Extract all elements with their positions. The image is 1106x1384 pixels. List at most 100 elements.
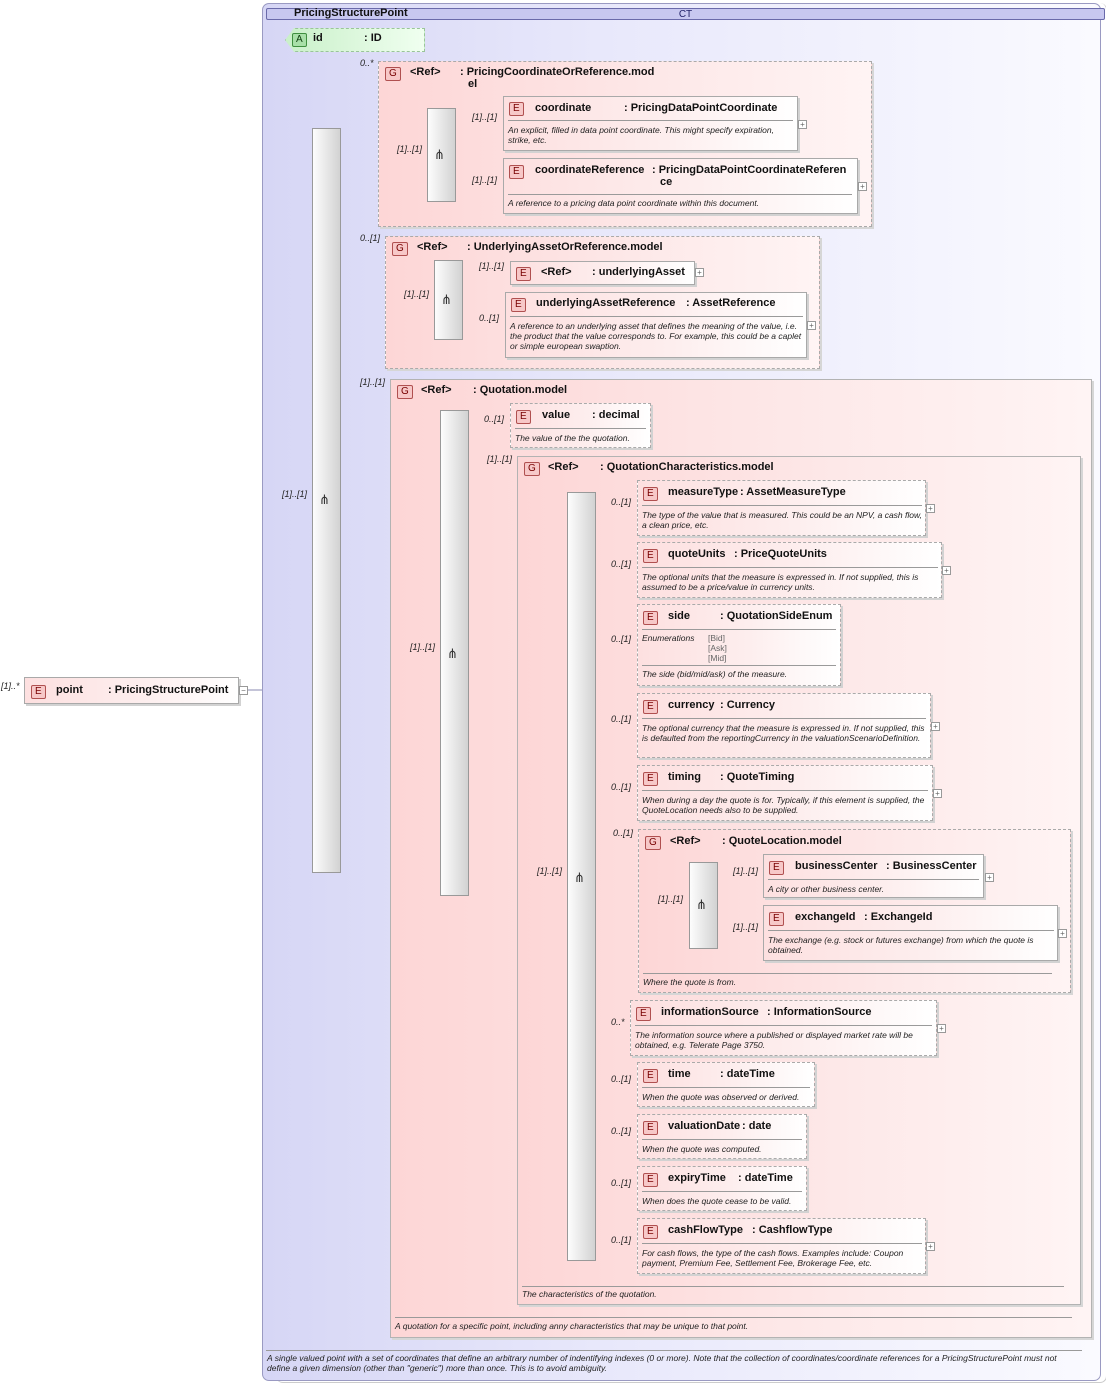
element-name: timing xyxy=(668,771,701,783)
separator xyxy=(642,629,836,630)
enum-value: [Ask] xyxy=(708,643,727,653)
sequence-compositor[interactable]: ⋔ xyxy=(689,862,718,949)
expand-icon[interactable]: − xyxy=(239,686,248,695)
element-name: informationSource xyxy=(661,1006,759,1018)
element-coordinate[interactable]: E coordinate : PricingDataPointCoordinat… xyxy=(503,96,798,151)
element-currency[interactable]: E currency : Currency The optional curre… xyxy=(637,693,931,758)
element-name: side xyxy=(668,610,691,622)
element-type: : PricingDataPointCoordinate xyxy=(624,102,778,114)
element-occurrence: [1]..[1] xyxy=(479,261,505,271)
element-doc: The optional units that the measure is e… xyxy=(642,572,919,592)
element-occurrence: 0..[1] xyxy=(611,497,632,507)
sequence-icon: ⋔ xyxy=(447,646,458,661)
plus-icon[interactable]: + xyxy=(942,566,951,575)
plus-icon[interactable]: + xyxy=(933,789,942,798)
sequence-occurrence: [1]..[1] xyxy=(537,866,563,876)
element-type: : CashflowType xyxy=(752,1224,833,1236)
plus-icon[interactable]: + xyxy=(926,1242,935,1251)
element-name: currency xyxy=(668,699,715,711)
plus-icon[interactable]: + xyxy=(695,268,704,277)
separator xyxy=(642,665,836,666)
plus-icon[interactable]: + xyxy=(1058,929,1067,938)
sequence-icon: ⋔ xyxy=(319,492,330,507)
element-cash-flow-type[interactable]: E cashFlowType : CashflowType For cash f… xyxy=(637,1218,926,1274)
element-occurrence: [1]..[1] xyxy=(733,866,759,876)
separator xyxy=(508,194,852,195)
separator xyxy=(642,790,928,791)
sequence-occurrence: [1]..[1] xyxy=(658,894,684,904)
element-expiry-time[interactable]: E expiryTime : dateTime When does the qu… xyxy=(637,1166,807,1211)
element-doc: When during a day the quote is for. Typi… xyxy=(642,795,925,815)
group-occurrence: 0..* xyxy=(360,58,374,68)
element-name: time xyxy=(668,1068,691,1080)
plus-icon[interactable]: + xyxy=(926,504,935,513)
complex-type-doc: A single valued point with a set of coor… xyxy=(267,1353,1057,1373)
element-doc: The side (bid/mid/ask) of the measure. xyxy=(642,669,788,679)
separator xyxy=(642,1191,802,1192)
element-doc: When the quote was computed. xyxy=(642,1144,762,1154)
element-information-source[interactable]: E informationSource : InformationSource … xyxy=(630,1000,937,1056)
attribute-id[interactable] xyxy=(285,28,425,52)
element-underlying-asset[interactable]: E <Ref> : underlyingAsset xyxy=(510,261,695,285)
separator xyxy=(642,567,938,568)
sequence-compositor[interactable]: ⋔ xyxy=(440,410,469,896)
element-doc: The type of the value that is measured. … xyxy=(642,510,923,530)
plus-icon[interactable]: + xyxy=(807,321,816,330)
element-type: : date xyxy=(742,1120,772,1132)
element-type: : InformationSource xyxy=(767,1006,872,1018)
element-doc: The optional currency that the measure i… xyxy=(642,723,925,743)
element-name: measureType xyxy=(668,486,739,498)
element-name: expiryTime xyxy=(668,1172,726,1184)
element-name: quoteUnits xyxy=(668,548,726,560)
element-value[interactable]: E value : decimal The value of the the q… xyxy=(510,403,651,448)
element-type-wrap: ce xyxy=(660,176,673,188)
separator xyxy=(635,1025,932,1026)
element-type: : ExchangeId xyxy=(864,911,933,923)
element-occurrence: 0..[1] xyxy=(484,414,505,424)
group-doc: Where the quote is from. xyxy=(643,977,737,987)
group-badge: G xyxy=(524,462,540,476)
element-doc: When the quote was observed or derived. xyxy=(642,1092,800,1102)
group-doc: The characteristics of the quotation. xyxy=(522,1289,657,1299)
element-business-center[interactable]: E businessCenter : BusinessCenter A city… xyxy=(763,854,984,898)
element-timing[interactable]: E timing : QuoteTiming When during a day… xyxy=(637,765,933,821)
sequence-compositor[interactable]: ⋔ xyxy=(427,108,456,202)
element-exchange-id[interactable]: E exchangeId : ExchangeId The exchange (… xyxy=(763,905,1058,961)
element-time[interactable]: E time : dateTime When the quote was obs… xyxy=(637,1062,815,1107)
sequence-compositor[interactable]: ⋔ xyxy=(434,260,463,340)
element-underlying-asset-reference[interactable]: E underlyingAssetReference : AssetRefere… xyxy=(505,292,807,358)
plus-icon[interactable]: + xyxy=(985,873,994,882)
root-point-element[interactable]: E point : PricingStructurePoint xyxy=(24,677,239,704)
separator xyxy=(395,1317,1072,1318)
element-measure-type[interactable]: E measureType : AssetMeasureType The typ… xyxy=(637,480,926,536)
element-quote-units[interactable]: E quoteUnits : PriceQuoteUnits The optio… xyxy=(637,542,942,598)
element-name: businessCenter xyxy=(795,860,878,872)
element-type: : decimal xyxy=(592,409,640,421)
element-type: : dateTime xyxy=(738,1172,793,1184)
element-name: underlyingAssetReference xyxy=(536,297,676,309)
element-side[interactable]: E side : QuotationSideEnum Enumerations … xyxy=(637,604,841,686)
sequence-compositor[interactable]: ⋔ xyxy=(312,128,341,873)
element-type: : AssetMeasureType xyxy=(740,486,846,498)
element-doc: A city or other business center. xyxy=(768,884,885,894)
group-ref: <Ref> xyxy=(670,835,701,847)
element-coordinate-reference[interactable]: E coordinateReference : PricingDataPoint… xyxy=(503,158,858,214)
element-doc: A reference to an underlying asset that … xyxy=(510,321,802,351)
complex-type-badge: CT xyxy=(266,8,1105,20)
element-valuation-date[interactable]: E valuationDate : date When the quote wa… xyxy=(637,1114,807,1159)
element-ref: <Ref> xyxy=(541,266,572,278)
element-type: : Currency xyxy=(720,699,776,711)
plus-icon[interactable]: + xyxy=(931,722,940,731)
element-occurrence: 0..[1] xyxy=(611,559,632,569)
plus-icon[interactable]: + xyxy=(937,1024,946,1033)
element-badge: E xyxy=(636,1007,651,1021)
separator xyxy=(266,1350,1082,1351)
plus-icon[interactable]: + xyxy=(858,182,867,191)
plus-icon[interactable]: + xyxy=(798,120,807,129)
enum-value: [Bid] xyxy=(708,633,726,643)
element-occurrence: 0..[1] xyxy=(611,634,632,644)
element-occurrence: [1]..[1] xyxy=(733,922,759,932)
sequence-compositor[interactable]: ⋔ xyxy=(567,492,596,1261)
element-doc: For cash flows, the type of the cash flo… xyxy=(642,1248,904,1268)
element-occurrence: [1]..[1] xyxy=(472,112,498,122)
